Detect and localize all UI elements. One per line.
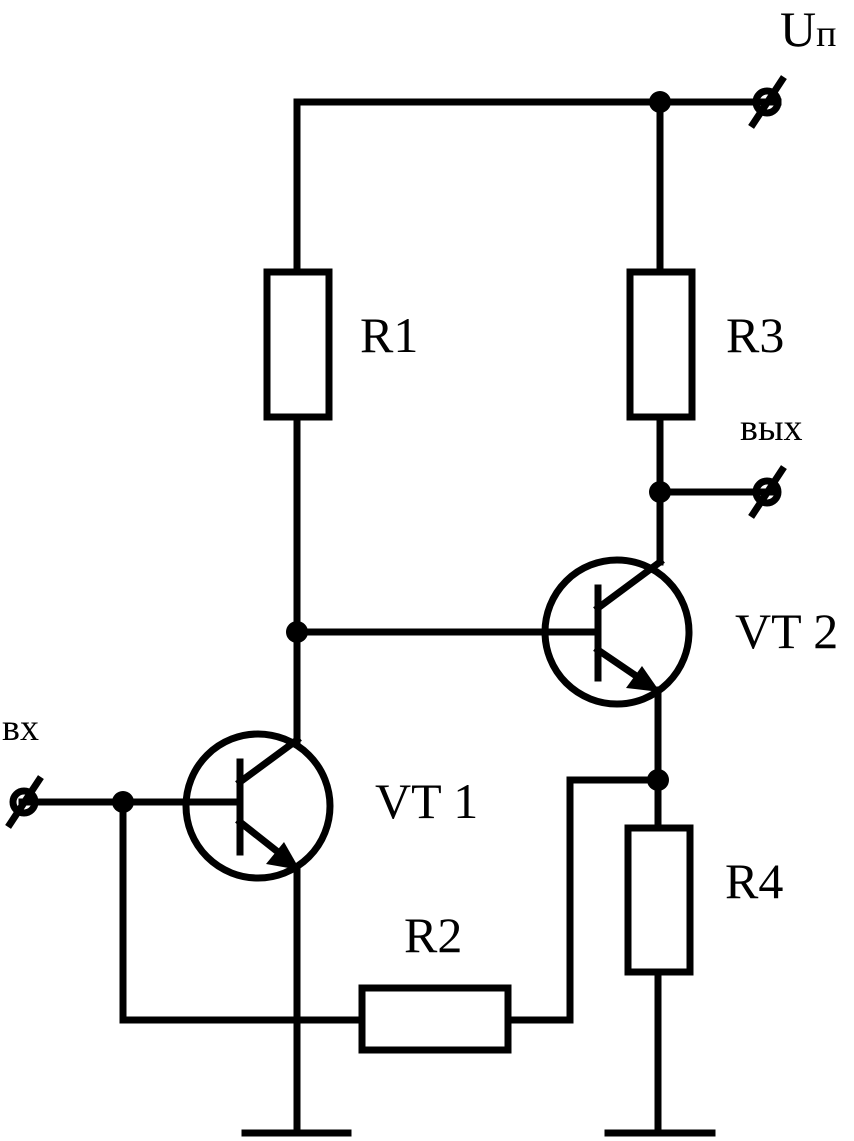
resistor-r2: [358, 984, 512, 1054]
terminal-ring: [9, 787, 39, 817]
wire-feedback-left: [119, 798, 366, 1024]
junction-dot: [647, 769, 669, 791]
supply-voltage-label: Uп: [780, 1, 836, 57]
junctions: [112, 91, 671, 813]
terminal-slash: [748, 465, 787, 519]
junction-dot: [649, 91, 671, 113]
vt1-collector: [235, 735, 302, 787]
resistor-r1-label: R1: [360, 307, 418, 363]
resistor-r4: [624, 824, 694, 976]
wires: [18, 98, 782, 1137]
terminal-slash: [748, 75, 787, 129]
junction-dot: [112, 791, 134, 813]
vt1-body: [182, 730, 334, 882]
resistor-r3: [626, 268, 696, 421]
supply-voltage-symbol: U: [780, 1, 816, 57]
vt2-emitter-arrow: [626, 666, 660, 692]
vt1-emitter-arrow: [266, 842, 300, 870]
resistor-r1: [263, 268, 333, 421]
transistor-vt1: [180, 730, 334, 882]
resistor-r2-label: R2: [404, 907, 462, 963]
resistor-r3-label: R3: [726, 307, 784, 363]
wire-feedback-right: [504, 776, 662, 1024]
vt2-collector: [593, 557, 665, 613]
vt2-body: [541, 556, 693, 708]
resistor-r4-label: R4: [725, 853, 783, 909]
supply-voltage-subscript: п: [816, 13, 836, 55]
terminal-output: [748, 465, 787, 519]
output-label: вых: [740, 407, 802, 449]
terminal-input: [5, 775, 44, 829]
terminal-ring: [752, 87, 782, 117]
junction-dot: [286, 621, 308, 643]
transistor-vt2-label: VT 2: [735, 603, 838, 659]
transistor-vt1-label: VT 1: [375, 773, 478, 829]
input-label: вх: [2, 707, 39, 749]
junction-dot: [649, 481, 671, 503]
terminal-slash: [5, 775, 44, 829]
transistor-vt2: [541, 556, 693, 708]
terminal-ring: [752, 477, 782, 507]
terminal-supply: [748, 75, 787, 129]
